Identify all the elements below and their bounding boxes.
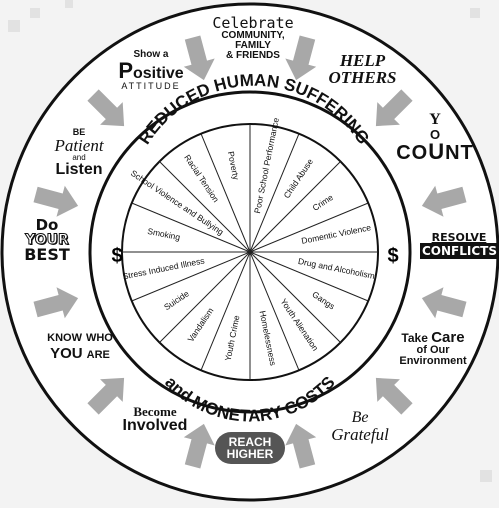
know-word: KNOW — [47, 333, 82, 344]
celebrate-label: Celebrate COMMUNITY, FAMILY & FRIENDS — [203, 16, 303, 61]
help-word: HELP — [315, 52, 410, 69]
best-word: BEST — [12, 247, 82, 263]
positive-attitude-label: Show a Positive ATTITUDE — [105, 50, 197, 91]
positive-rest: ositive — [133, 65, 184, 82]
involved-word: Involved — [110, 418, 200, 434]
know-who-label: KNOW WHO YOU ARE — [40, 333, 120, 361]
do-word: Do — [12, 218, 82, 233]
do-your-best-label: Do YOUR BEST — [12, 218, 82, 263]
conflicts-word: CONFLICTS — [420, 243, 498, 259]
count-u: U — [428, 139, 445, 164]
others-word: OTHERS — [315, 69, 410, 86]
who-word: WHO — [86, 333, 113, 344]
are-word: ARE — [87, 350, 110, 361]
you-word: YOU — [50, 346, 83, 361]
take-word: Take — [401, 331, 427, 345]
you-count-label: Y O COUNT — [390, 112, 480, 163]
patient-word: Patient — [38, 137, 120, 154]
take-care-label: Take Care of Our Environment — [392, 330, 474, 367]
listen-word: Listen — [38, 162, 120, 178]
environment-word: Environment — [392, 356, 474, 367]
attitude-word: ATTITUDE — [105, 82, 197, 91]
positive-p: P — [118, 58, 133, 83]
resolve-word: RESOLVE — [420, 232, 498, 243]
count-nt: NT — [445, 142, 474, 164]
count-co: CO — [396, 142, 428, 164]
spokes-group — [122, 124, 378, 380]
you-y-letter: Y — [390, 112, 480, 128]
higher-word: HIGHER — [217, 448, 283, 460]
friends-word: & FRIENDS — [203, 51, 303, 61]
reach-higher-label: REACH HIGHER — [215, 432, 285, 464]
be-grateful-label: Be Grateful — [315, 410, 405, 443]
celebrate-word: Celebrate — [203, 16, 303, 31]
right-dollar-sign: $ — [387, 245, 398, 267]
grateful-word: Grateful — [315, 426, 405, 443]
become-involved-label: Become Involved — [110, 405, 200, 434]
be-patient-label: BE Patient and Listen — [38, 128, 120, 178]
left-dollar-sign: $ — [111, 245, 122, 267]
help-others-label: HELP OTHERS — [315, 52, 410, 86]
be-word: Be — [315, 410, 405, 426]
resolve-conflicts-label: RESOLVE CONFLICTS — [420, 232, 498, 259]
